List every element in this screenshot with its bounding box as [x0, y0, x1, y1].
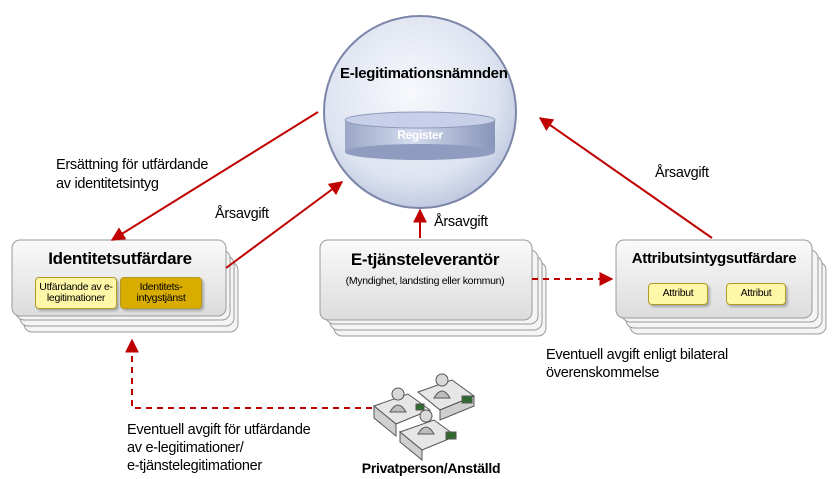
register-label: Register [397, 128, 443, 142]
label-issuance-line1: Eventuell avgift för utfärdande [127, 422, 311, 438]
label-bilateral-line1: Eventuell avgift enligt bilateral [546, 347, 728, 363]
arrow-identity-to-center [225, 181, 344, 269]
service-provider-title: E-tjänsteleverantör [350, 250, 500, 269]
identity-issuer-title: Identitetsutfärdare [48, 249, 192, 268]
center-node [323, 15, 517, 209]
label-issuance-line2: av e-legitimationer/ [127, 440, 244, 456]
label-compensation-line2: av identitetsintyg [56, 176, 159, 192]
label-compensation-line1: Ersättning för utfärdande [56, 157, 209, 173]
label-issuance-line3: e-tjänstelegitimationer [127, 458, 262, 474]
chip-attribute-1: Attribut [648, 283, 708, 305]
attribute-issuer-title: Attributsintygsutfärdare [631, 250, 797, 267]
service-provider-stack [319, 239, 547, 337]
chip-identity-attestation-service: Identitets-intygstjänst [120, 277, 202, 309]
person-label: Privatperson/Anställd [361, 460, 501, 476]
chip-issuance-e-id: Utfärdande av e-legitimationer [35, 277, 117, 309]
label-annual-fee-right: Årsavgift [655, 165, 709, 181]
center-title: E-legitimationsnämnden [340, 65, 508, 82]
label-annual-fee-center: Årsavgift [434, 214, 488, 230]
service-provider-subtitle: (Myndighet, landsting eller kommun) [345, 275, 505, 287]
arrow-to-identity-issuer [110, 111, 319, 241]
arrow-person-to-identity-dashed [125, 338, 372, 409]
arrow-attribute-to-center [538, 117, 713, 239]
chip-attribute-2: Attribut [726, 283, 786, 305]
people-at-desks-icon [372, 373, 476, 462]
register-cylinder [344, 111, 496, 160]
label-annual-fee-left: Årsavgift [215, 206, 269, 222]
label-bilateral-line2: överenskommelse [546, 365, 660, 381]
